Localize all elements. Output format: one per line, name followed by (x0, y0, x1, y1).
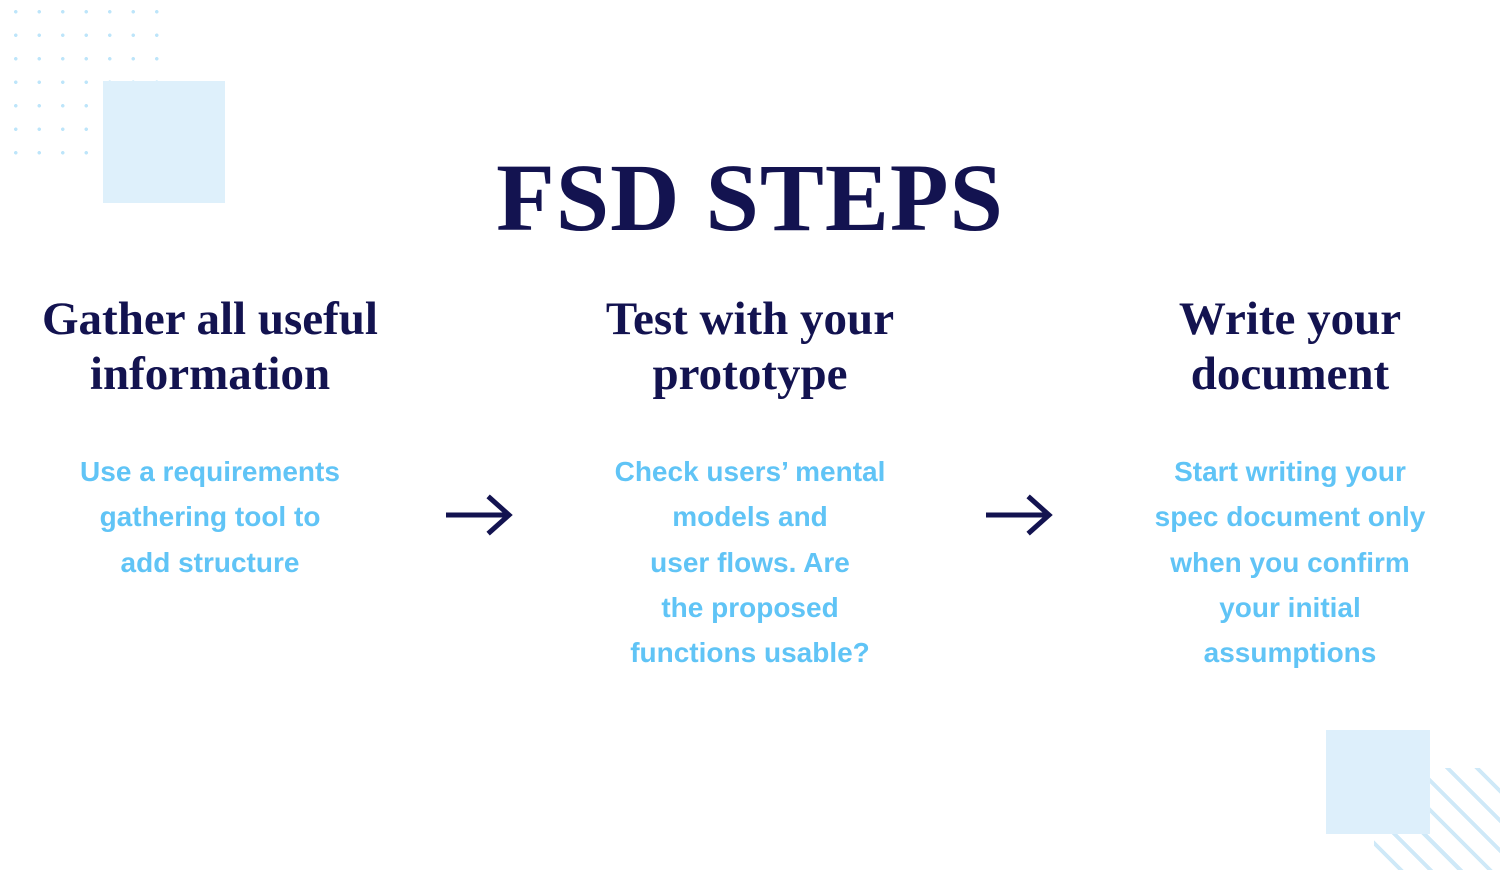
diagonal-stripes-bottom-right (1374, 768, 1500, 870)
step-heading-1: Gather all useful information (42, 293, 378, 401)
step-heading-3: Write your document (1178, 293, 1402, 401)
page-title: FSD STEPS (496, 144, 1004, 252)
decorative-square-bottom-right (1326, 730, 1430, 834)
step-heading-2: Test with your prototype (605, 293, 895, 401)
connector-arrow-2 (955, 292, 1085, 537)
step-body-3: Start writing your spec document only wh… (1154, 455, 1426, 669)
step-card-3: Write your document Start writing your s… (1085, 292, 1495, 676)
arrow-right-icon (984, 493, 1056, 537)
step-body-2: Check users’ mental models and user flow… (614, 455, 886, 669)
step-body-1: Use a requirements gathering tool to add… (80, 455, 340, 578)
step-card-2: Test with your prototype Check users’ me… (545, 292, 955, 676)
arrow-right-icon (444, 493, 516, 537)
connector-arrow-1 (415, 292, 545, 537)
steps-flow: Gather all useful information Use a requ… (0, 292, 1500, 676)
dot-grid-pattern-icon (0, 0, 178, 164)
step-card-1: Gather all useful information Use a requ… (5, 292, 415, 585)
